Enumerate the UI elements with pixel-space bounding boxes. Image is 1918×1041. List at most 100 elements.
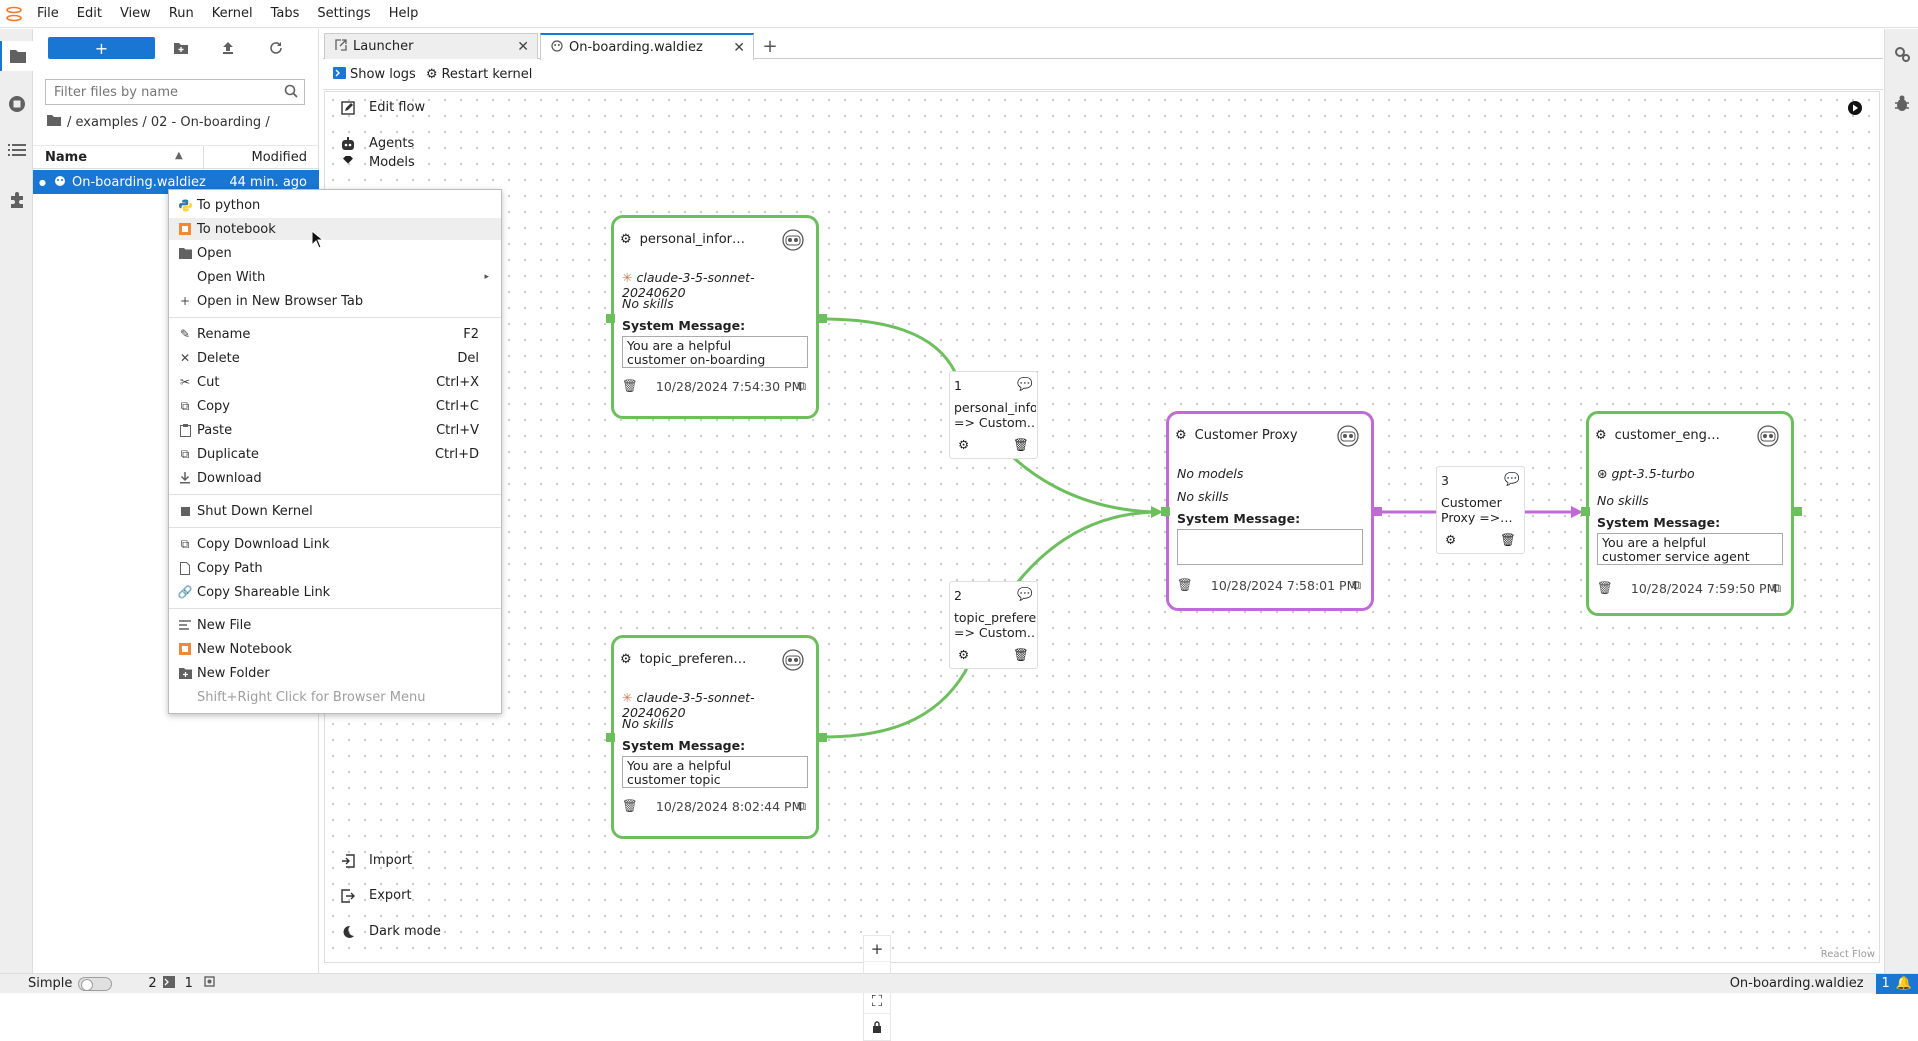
menu-item-open-new-tab[interactable]: + Open in New Browser Tab <box>169 290 501 312</box>
node-handle[interactable] <box>818 314 827 323</box>
copy-icon[interactable]: ⧉ <box>797 378 806 393</box>
column-name-header[interactable]: Name <box>45 150 88 165</box>
file-filter-field[interactable] <box>45 79 305 105</box>
tab-launcher[interactable]: Launcher ✕ <box>324 33 538 59</box>
refresh-icon[interactable] <box>264 37 288 59</box>
trash-icon[interactable]: 🗑 <box>1177 577 1193 592</box>
edge-label-2[interactable]: 2 💬 topic_preferer=> Custom… ⚙ 🗑 <box>949 581 1038 669</box>
dark-mode-button[interactable]: Dark mode <box>337 924 441 939</box>
node-handle[interactable] <box>606 314 615 323</box>
gear-icon[interactable]: ⚙ <box>620 232 632 247</box>
flow-canvas[interactable]: Edit flow Agents ◆ Models Import Export … <box>324 91 1880 1041</box>
menu-item-cut[interactable]: ✂ Cut Ctrl+X <box>169 371 501 393</box>
breadcrumb[interactable]: / examples / 02 - On-boarding / <box>47 115 270 130</box>
new-folder-icon[interactable] <box>169 37 193 59</box>
menu-item-new-file[interactable]: New File <box>169 614 501 636</box>
menu-help[interactable]: Help <box>388 5 419 21</box>
file-filter-input[interactable] <box>46 80 266 104</box>
close-icon[interactable]: ✕ <box>517 38 529 55</box>
property-inspector-icon[interactable] <box>1891 43 1913 65</box>
node-handle[interactable] <box>1161 507 1170 516</box>
close-icon[interactable]: ✕ <box>733 39 745 56</box>
system-message-textarea[interactable]: You are a helpful customer service agent… <box>1597 533 1783 565</box>
import-button[interactable]: Import <box>337 853 412 868</box>
menu-item-open-with[interactable]: Open With ▸ <box>169 266 501 288</box>
menu-item-rename[interactable]: ✎ Rename F2 <box>169 323 501 345</box>
menu-item-to-python[interactable]: To python <box>169 194 501 216</box>
export-button[interactable]: Export <box>337 888 412 903</box>
menu-run[interactable]: Run <box>168 5 194 21</box>
menu-settings[interactable]: Settings <box>317 5 371 21</box>
restart-kernel-button[interactable]: ⚙ Restart kernel <box>426 67 533 82</box>
agent-node-personal-info[interactable]: ⚙personal_infor… ✳claude-3-5-sonnet-2024… <box>611 215 819 419</box>
debugger-icon[interactable] <box>1891 93 1913 115</box>
menu-edit[interactable]: Edit <box>76 5 102 21</box>
sort-ascending-icon[interactable]: ▲ <box>175 150 183 161</box>
agent-node-customer-proxy[interactable]: ⚙Customer Proxy No models No skills Syst… <box>1166 411 1374 611</box>
system-message-textarea[interactable]: You are a helpful customer on-boarding a… <box>622 336 808 368</box>
column-modified-header[interactable]: Modified <box>251 150 307 165</box>
new-tab-button[interactable]: + <box>762 35 778 57</box>
tab-waldiez[interactable]: On-boarding.waldiez ✕ <box>540 33 754 60</box>
zoom-in-icon[interactable]: + <box>864 936 890 962</box>
gear-icon[interactable]: ⚙ <box>1445 532 1457 547</box>
trash-icon[interactable]: 🗑 <box>1597 580 1613 595</box>
menu-item-shutdown-kernel[interactable]: Shut Down Kernel <box>169 500 501 522</box>
menu-item-download[interactable]: Download <box>169 467 501 489</box>
menu-kernel[interactable]: Kernel <box>211 5 253 21</box>
new-launcher-button[interactable]: + <box>48 37 155 59</box>
node-handle[interactable] <box>818 733 827 742</box>
node-handle[interactable] <box>1373 507 1382 516</box>
extension-icon[interactable] <box>6 189 28 211</box>
trash-icon[interactable]: 🗑 <box>1013 647 1029 662</box>
lock-icon[interactable] <box>864 1014 890 1040</box>
breadcrumb-path[interactable]: / examples / 02 - On-boarding / <box>67 115 270 130</box>
trash-icon[interactable]: 🗑 <box>622 378 638 393</box>
upload-icon[interactable] <box>216 37 240 59</box>
node-handle[interactable] <box>1793 507 1802 516</box>
trash-icon[interactable]: 🗑 <box>622 798 638 813</box>
menu-item-new-notebook[interactable]: New Notebook <box>169 638 501 660</box>
simple-mode-toggle[interactable] <box>78 976 113 991</box>
home-folder-icon[interactable] <box>47 115 61 130</box>
node-handle[interactable] <box>1581 507 1590 516</box>
trash-icon[interactable]: 🗑 <box>1500 532 1516 547</box>
toc-icon[interactable] <box>6 139 28 161</box>
gear-icon[interactable]: ⚙ <box>958 647 970 662</box>
copy-icon[interactable]: ⧉ <box>1772 580 1781 595</box>
folder-icon[interactable] <box>0 41 33 71</box>
menu-item-copy-download-link[interactable]: ⧉ Copy Download Link <box>169 533 501 555</box>
menu-item-copy-path[interactable]: Copy Path <box>169 557 501 579</box>
column-divider[interactable] <box>203 146 204 170</box>
menu-item-to-notebook[interactable]: To notebook <box>169 218 501 240</box>
show-logs-button[interactable]: Show logs <box>333 66 416 83</box>
copy-icon[interactable]: ⧉ <box>797 798 806 813</box>
edge-label-1[interactable]: 1 💬 personal_infor=> Custom… ⚙ 🗑 <box>949 371 1038 459</box>
trash-icon[interactable]: 🗑 <box>1013 437 1029 452</box>
menu-item-copy[interactable]: ⧉ Copy Ctrl+C <box>169 395 501 417</box>
menu-view[interactable]: View <box>119 5 151 21</box>
models-button[interactable]: ◆ Models <box>337 156 415 166</box>
copy-icon[interactable]: ⧉ <box>1352 577 1361 592</box>
menu-tabs[interactable]: Tabs <box>270 5 300 21</box>
menu-item-new-folder[interactable]: New Folder <box>169 662 501 684</box>
menu-item-copy-shareable-link[interactable]: 🔗 Copy Shareable Link <box>169 581 501 603</box>
menu-item-paste[interactable]: Paste Ctrl+V <box>169 419 501 441</box>
system-message-textarea[interactable] <box>1177 529 1363 565</box>
gear-icon[interactable]: ⚙ <box>1595 428 1607 443</box>
gear-icon[interactable]: ⚙ <box>1175 428 1187 443</box>
react-flow-attribution[interactable]: React Flow <box>1820 949 1875 960</box>
agents-button[interactable]: Agents <box>337 136 414 151</box>
node-handle[interactable] <box>606 733 615 742</box>
agent-node-customer-engagement[interactable]: ⚙customer_eng… ⊛gpt-3.5-turbo No skills … <box>1586 411 1794 616</box>
notification-badge[interactable]: 1 🔔 <box>1875 973 1918 994</box>
running-icon[interactable] <box>6 93 28 115</box>
menu-item-duplicate[interactable]: ⧉ Duplicate Ctrl+D <box>169 443 501 465</box>
agent-node-topic-preference[interactable]: ⚙topic_preferen… ✳claude-3-5-sonnet-2024… <box>611 635 819 839</box>
kernel-count[interactable]: 1 <box>184 976 193 991</box>
gear-icon[interactable]: ⚙ <box>620 652 632 667</box>
menu-item-delete[interactable]: ✕ Delete Del <box>169 347 501 369</box>
system-message-textarea[interactable]: You are a helpful customer topic prefere… <box>622 756 808 788</box>
menu-item-open[interactable]: Open <box>169 242 501 264</box>
